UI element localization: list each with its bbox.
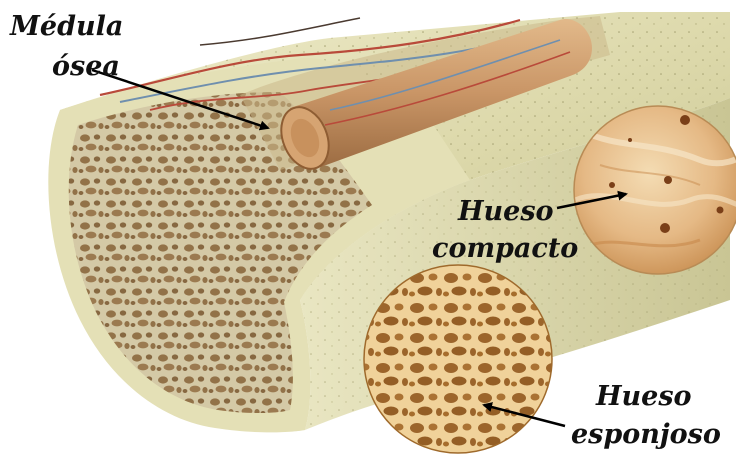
label-esponjoso-line1: Hueso (596, 382, 692, 412)
label-compacto-line2: compacto (432, 234, 578, 264)
compact-bone-disc (574, 106, 736, 274)
label-medula-line1: Médula (10, 12, 123, 42)
label-esponjoso-line2: esponjoso (571, 420, 721, 450)
label-medula-line2: ósea (52, 52, 120, 82)
label-compacto-line1: Hueso (458, 197, 554, 227)
spongy-bone-disc (364, 265, 552, 453)
